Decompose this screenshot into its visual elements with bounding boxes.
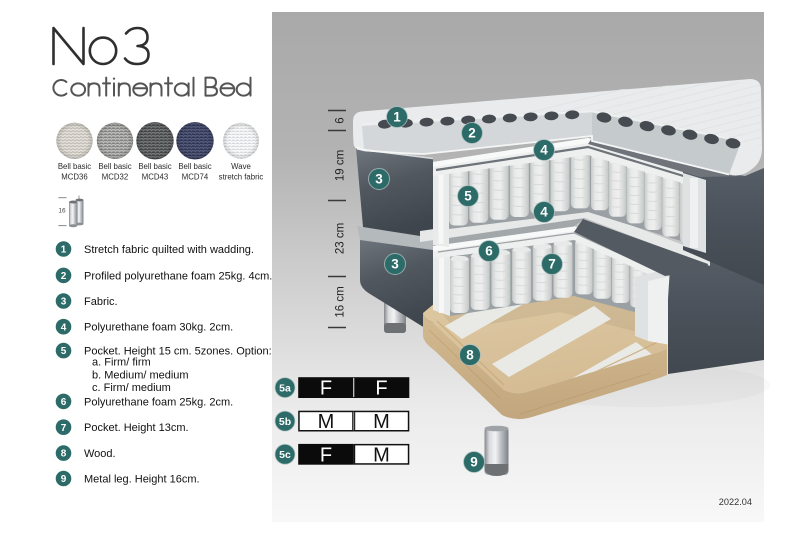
svg-text:1: 1 <box>393 110 401 125</box>
svg-text:M: M <box>373 444 390 466</box>
svg-text:3: 3 <box>61 297 67 308</box>
svg-text:8: 8 <box>466 348 474 363</box>
svg-text:a. Firm/ firm: a. Firm/ firm <box>92 357 151 369</box>
svg-text:M: M <box>373 411 390 433</box>
svg-text:M: M <box>318 411 335 433</box>
svg-text:Bell basic: Bell basic <box>98 162 131 171</box>
svg-text:5: 5 <box>61 346 67 357</box>
svg-text:7: 7 <box>61 423 67 434</box>
svg-text:Pocket. Height 13cm.: Pocket. Height 13cm. <box>84 422 189 434</box>
svg-text:1: 1 <box>61 245 67 256</box>
svg-text:3: 3 <box>375 172 383 187</box>
svg-text:b. Medium/ medium: b. Medium/ medium <box>92 369 189 381</box>
svg-text:MCD74: MCD74 <box>182 172 209 181</box>
svg-text:4: 4 <box>61 322 67 333</box>
svg-text:8: 8 <box>61 449 67 460</box>
svg-text:F: F <box>375 378 387 400</box>
svg-text:Bell basic: Bell basic <box>178 162 211 171</box>
svg-text:6: 6 <box>485 244 493 259</box>
svg-text:Pocket. Height 15 cm. 5zones.: Pocket. Height 15 cm. 5zones. Option: <box>84 346 272 358</box>
svg-text:16: 16 <box>58 208 66 215</box>
svg-text:5: 5 <box>464 189 472 204</box>
svg-text:9: 9 <box>61 474 67 485</box>
svg-text:Wood.: Wood. <box>84 448 116 460</box>
svg-text:Polyurethane foam 25kg. 2cm.: Polyurethane foam 25kg. 2cm. <box>84 396 233 408</box>
svg-text:23 cm: 23 cm <box>335 223 347 254</box>
svg-text:5a: 5a <box>279 382 291 394</box>
svg-text:3: 3 <box>391 257 399 272</box>
svg-text:Profiled polyurethane foam 25k: Profiled polyurethane foam 25kg. 4cm. <box>84 270 272 282</box>
svg-text:Fabric.: Fabric. <box>84 296 118 308</box>
svg-text:F: F <box>320 378 332 400</box>
svg-text:Stretch fabric quilted with wa: Stretch fabric quilted with wadding. <box>84 244 254 256</box>
svg-text:Wave: Wave <box>231 162 251 171</box>
svg-text:5b: 5b <box>279 416 291 428</box>
svg-text:c. Firm/ medium: c. Firm/ medium <box>92 382 171 394</box>
svg-text:stretch fabric: stretch fabric <box>219 172 264 181</box>
svg-text:2: 2 <box>468 126 476 141</box>
svg-text:9: 9 <box>470 455 478 470</box>
svg-text:4: 4 <box>540 143 548 158</box>
svg-text:4: 4 <box>540 205 548 220</box>
svg-text:Metal leg. Height 16cm.: Metal leg. Height 16cm. <box>84 473 200 485</box>
svg-text:MCD32: MCD32 <box>102 172 128 181</box>
svg-text:F: F <box>320 444 332 466</box>
svg-text:2022.04: 2022.04 <box>719 497 752 507</box>
svg-text:MCD43: MCD43 <box>142 172 168 181</box>
svg-text:7: 7 <box>548 257 556 272</box>
svg-text:6: 6 <box>61 397 67 408</box>
svg-text:Bell basic: Bell basic <box>138 162 171 171</box>
svg-text:MCD36: MCD36 <box>61 172 87 181</box>
svg-text:Polyurethane foam 30kg. 2cm.: Polyurethane foam 30kg. 2cm. <box>84 322 233 334</box>
svg-text:2: 2 <box>61 271 67 282</box>
svg-text:19 cm: 19 cm <box>335 150 347 181</box>
svg-text:16 cm: 16 cm <box>335 286 347 317</box>
svg-text:5c: 5c <box>279 449 291 461</box>
svg-text:6: 6 <box>335 117 347 123</box>
svg-text:Bell basic: Bell basic <box>58 162 91 171</box>
